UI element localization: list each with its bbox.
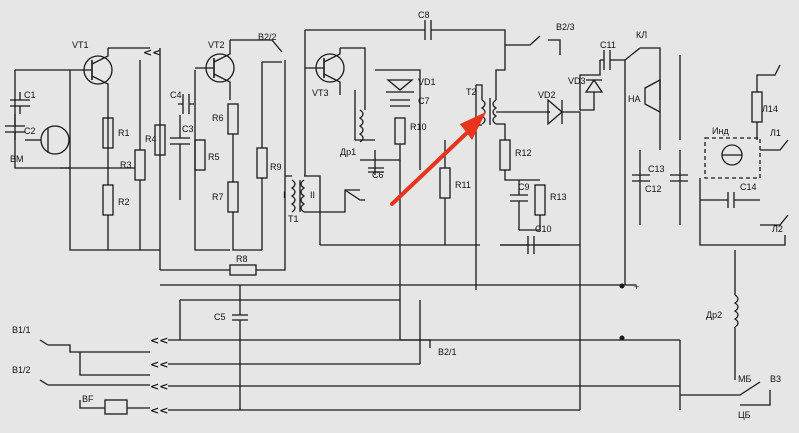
l14-label: Л14 [762,104,778,114]
bm-label: BM [10,154,24,164]
dr1-label: Др1 [340,147,356,157]
input-section: C1 C2 BM [5,90,70,164]
r2-resistor [102,184,114,216]
mb-label: МБ [738,374,751,384]
c14-label: C14 [740,182,757,192]
l1-label: Л1 [770,128,781,138]
svg-text:<<: << [143,46,161,59]
vd1-label: VD1 [418,77,436,87]
indicator-section: Инд Л1 Л14 C14 Л2 [699,64,789,246]
vd3-diode [580,78,604,111]
buzzer-icon [104,399,128,415]
c5-label: C5 [214,312,226,322]
c13-label: C13 [648,164,665,174]
b23-label: B2/3 [556,22,575,32]
c11-label: C11 [600,40,616,50]
vd1-diode [386,79,414,93]
t2-transformer: T2 [466,45,506,290]
ha-label: НА [628,94,641,104]
svg-text:<<: << [150,334,168,347]
r2-label: R2 [118,197,130,207]
svg-text:<<: << [150,358,168,371]
r8-label: R8 [236,254,248,264]
speaker-icon [644,78,661,114]
r8-resistor [229,264,257,276]
c10-label: C10 [535,224,552,234]
vd2-label: VD2 [538,90,556,100]
svg-text:I: I [283,190,286,200]
svg-text:<<: << [150,380,168,393]
c1-label: C1 [24,90,36,100]
power-section: + − Др2 МБ В3 ЦБ [619,250,781,420]
c3-label: C3 [182,124,194,134]
r3-label: R3 [120,160,132,170]
t1-transformer: T1 I II [283,175,360,245]
c4-label: C4 [170,90,182,100]
kl-label: КЛ [636,30,647,40]
b21-label: B2/1 [438,347,457,357]
c12-label: C12 [645,184,662,194]
r1-label: R1 [118,128,130,138]
r10-label: R10 [410,122,427,132]
t1-label: T1 [288,214,299,224]
vt3-label: VT3 [312,88,329,98]
vt1-transistor: VT1 << R1 R2 R3 R4 [69,40,166,270]
b22-label: B2/2 [258,32,277,42]
cb-label: ЦБ [738,410,751,420]
svg-text:II: II [310,190,315,200]
b12-label: B1/2 [12,365,31,375]
c2-label: C2 [24,126,36,136]
r13-label: R13 [550,192,567,202]
bf-label: BF [82,394,94,404]
r1-resistor [102,117,114,149]
c8-label: C8 [418,10,430,20]
highlight-arrow [390,112,486,206]
r4-label: R4 [145,134,157,144]
l2-label: Л2 [772,224,783,234]
b11-label: B1/1 [12,325,31,335]
ind-label: Инд [712,126,729,136]
microphone-icon [40,125,70,155]
connector-bus: B1/1 B1/2 << << << << BF C5 [12,245,681,417]
r9-label: R9 [270,162,282,172]
plus-label: + [634,282,639,292]
c9-label: C9 [518,182,530,192]
output-section: VD2 VD3 C11 КЛ НА C13 C12 [496,30,688,285]
rc-network: R12 C9 R13 C10 [499,130,567,254]
vd3-label: VD3 [568,76,586,86]
vt3-stage: VT3 Др1 C6 VD1 C7 R10 B2/1 R11 [304,29,471,357]
vt1-label: VT1 [72,40,89,50]
v3-label: В3 [770,374,781,384]
vt2-stage: C4 C3 VT2 R5 R6 R7 R8 R9 B2/2 [170,32,283,276]
r12-label: R12 [515,148,532,158]
r11-label: R11 [455,180,471,190]
vt2-label: VT2 [208,40,225,50]
dr2-label: Др2 [706,310,722,320]
c8-b23: C8 B2/3 [418,10,575,55]
r5-label: R5 [208,152,220,162]
c7-label: C7 [418,96,430,106]
vd2-diode [547,98,563,126]
svg-text:<<: << [150,404,168,417]
r6-label: R6 [212,113,224,123]
r7-label: R7 [212,192,224,202]
c6-label: C6 [372,170,384,180]
t2-label: T2 [466,87,477,97]
